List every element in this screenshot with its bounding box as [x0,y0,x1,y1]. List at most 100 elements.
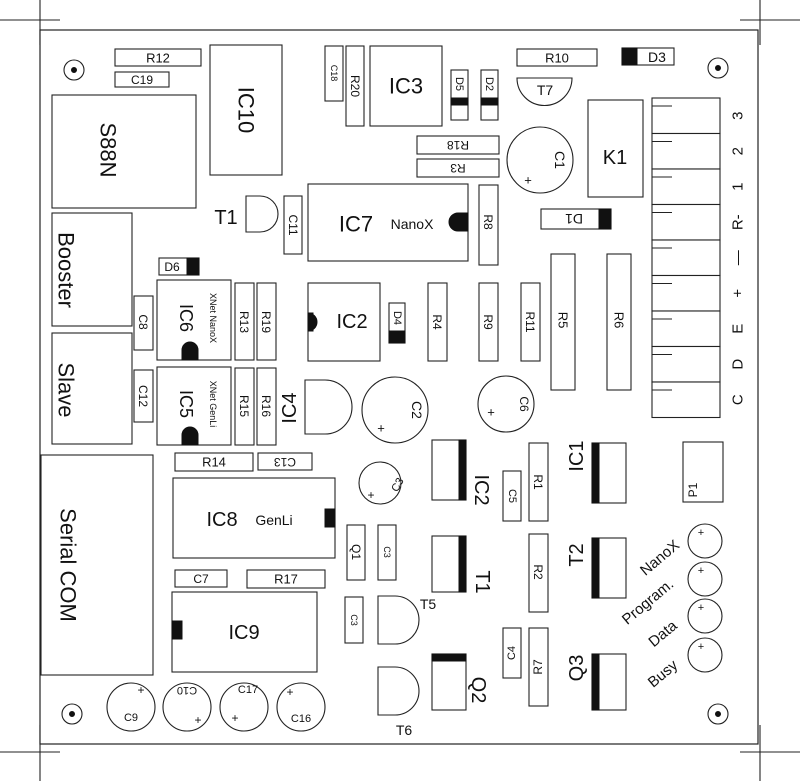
svg-text:Slave: Slave [54,362,79,417]
transistor-t1-top: T1 [214,195,279,233]
svg-text:+: + [286,685,293,699]
svg-text:R4: R4 [430,314,444,330]
terminal-label: R- [730,214,747,230]
diode-d4: D4 [388,302,406,344]
svg-text:T1: T1 [214,207,237,229]
svg-text:+: + [137,683,144,697]
svg-text:C16: C16 [291,713,311,725]
svg-text:S88N: S88N [96,122,121,177]
resistor-r4: R4 [427,282,448,362]
terminal-label: 3 [730,112,747,120]
mounting-hole [707,703,729,725]
terminal-2: 2 [651,132,747,170]
capacitor-small-c3b: C3 [344,596,364,644]
svg-text:GenLi: GenLi [255,512,292,528]
svg-text:R15: R15 [237,395,251,417]
svg-text:Q2: Q2 [467,677,489,704]
svg-text:D5: D5 [453,77,465,91]
ic2-lower: IC2 [431,439,492,506]
terminal-label: C [730,394,747,405]
svg-text:Q1: Q1 [349,544,363,560]
capacitor-c9: C9 + [106,682,156,732]
svg-text:D4: D4 [391,311,403,325]
svg-text:IC2: IC2 [336,311,367,333]
transistor-q3: Q3 [566,653,627,711]
svg-text:+: + [194,713,201,727]
svg-text:C11: C11 [286,214,300,235]
booster-module: Booster [51,212,133,327]
svg-text:D2: D2 [483,77,495,91]
svg-text:D6: D6 [164,260,180,274]
resistor-r14: R14 [174,452,254,472]
svg-text:C4: C4 [506,646,518,660]
svg-text:IC6: IC6 [176,304,196,332]
svg-text:IC2: IC2 [470,474,492,505]
transistor-q1: Q1 [346,524,366,581]
svg-text:C9: C9 [124,712,138,724]
svg-text:+: + [698,565,704,577]
capacitor-c8: C8 [133,295,154,351]
capacitor-c2: C2 + [361,376,429,444]
ic4: IC4 [279,379,353,435]
resistor-r19: R19 [256,282,277,361]
resistor-r17: R17 [246,569,326,589]
svg-text:R6: R6 [612,312,627,329]
svg-text:C2: C2 [409,401,425,419]
svg-text:+: + [231,711,238,725]
resistor-r18: R18 [416,135,500,155]
terminal-5: — [651,239,747,277]
mounting-hole [61,703,83,725]
resistor-r9: R9 [478,282,499,362]
svg-text:C10: C10 [177,684,197,696]
transistor-t1-lower: T1 [431,535,493,594]
s88n-module: S88N [51,94,197,209]
terminal-7: E [651,310,747,348]
ic1: IC1 [566,440,627,504]
svg-text:R7: R7 [531,659,545,675]
svg-text:IC8: IC8 [206,509,237,531]
diode-d1: D1 [540,208,612,230]
mounting-hole [63,59,85,81]
svg-text:R1: R1 [531,474,545,490]
svg-text:R9: R9 [481,314,495,330]
svg-text:T6: T6 [396,722,413,738]
terminal-label: — [730,250,747,265]
resistor-r1: R1 [528,442,549,522]
svg-text:R19: R19 [259,311,273,333]
ic5: IC5 XNet GenLi [156,366,232,446]
svg-text:C8: C8 [136,314,150,330]
svg-text:C5: C5 [506,489,518,503]
svg-text:Q3: Q3 [566,655,588,682]
svg-text:+: + [698,641,704,653]
svg-text:R5: R5 [556,312,571,329]
svg-text:R3: R3 [450,161,466,175]
resistor-r5: R5 [550,253,576,391]
svg-text:IC10: IC10 [234,87,259,133]
capacitor-c13: C13 [257,452,313,471]
svg-text:D3: D3 [648,49,666,65]
svg-text:T2: T2 [566,543,588,566]
svg-text:K1: K1 [603,147,627,169]
ic6: IC6 XNet NanoX [156,279,232,361]
ic2-upper: IC2 [307,282,381,362]
svg-text:IC3: IC3 [389,74,423,99]
diode-d5: D5 [450,69,469,121]
svg-text:C19: C19 [131,73,153,87]
svg-text:C12: C12 [136,385,150,407]
resistor-r3: R3 [416,158,500,178]
resistor-r8: R8 [478,184,499,266]
svg-text:XNet GenLi: XNet GenLi [208,381,218,428]
terminal-8: D [651,345,747,383]
ic10: IC10 [209,44,283,176]
svg-text:+: + [698,602,704,614]
resistor-r20: R20 [345,45,365,127]
resistor-r13: R13 [234,282,255,361]
svg-text:T7: T7 [537,82,554,98]
svg-text:+: + [487,405,495,420]
svg-text:C13: C13 [274,455,296,469]
slave-module: Slave [51,332,133,445]
resistor-r11: R11 [520,282,541,362]
capacitor-c7: C7 [174,569,228,588]
capacitor-c11: C11 [283,195,303,255]
capacitor-c19: C19 [114,71,170,88]
